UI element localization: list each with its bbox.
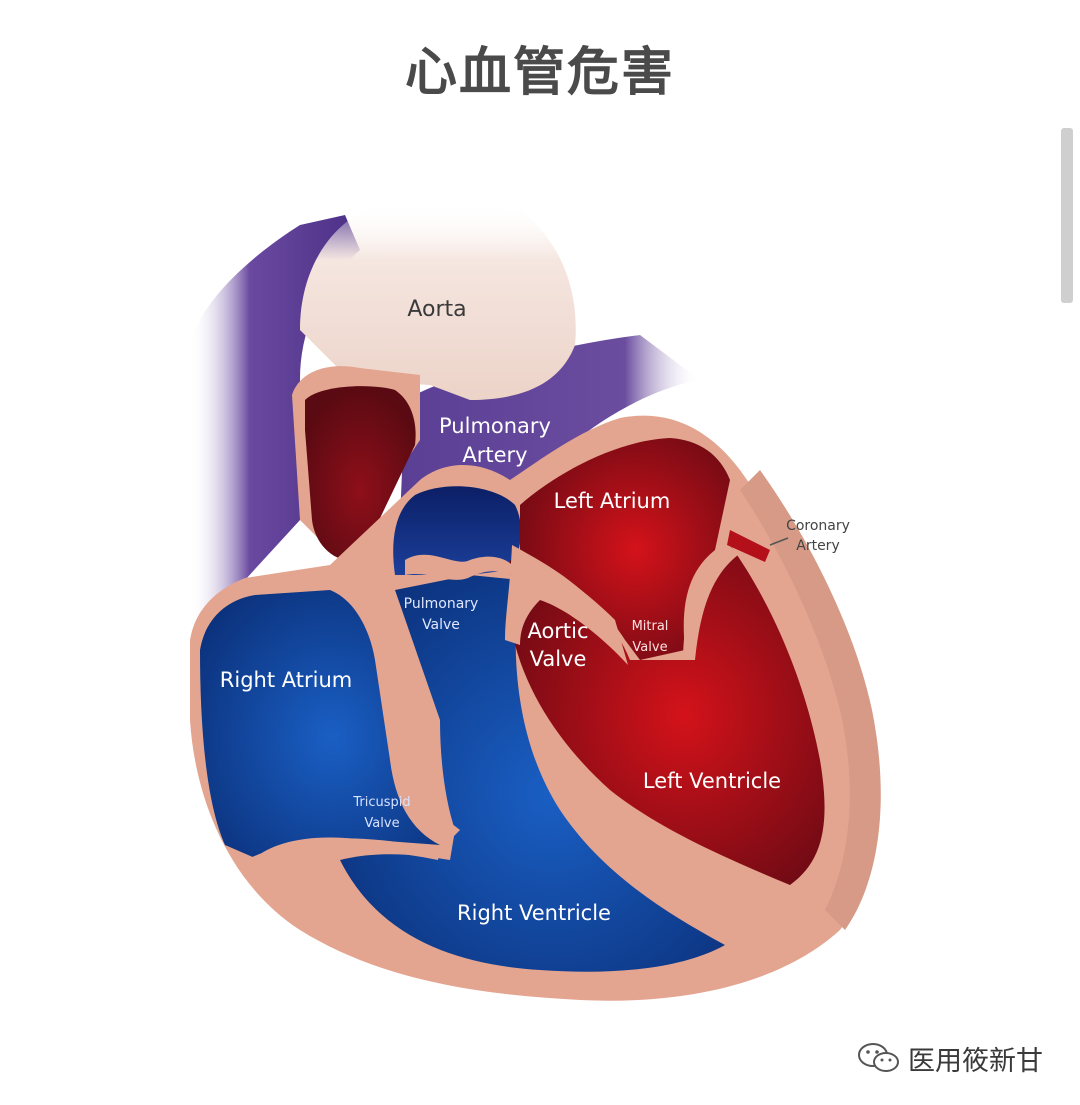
label-aorta: Aorta (407, 297, 466, 322)
label-tricuspid-valve: Tricuspid (352, 795, 410, 810)
label-right-ventricle: Right Ventricle (457, 901, 611, 925)
label-left-atrium: Left Atrium (554, 489, 671, 513)
watermark: 医用筱新甘 (856, 1040, 1043, 1076)
label-aortic-valve-2: Valve (530, 647, 587, 671)
watermark-text: 医用筱新甘 (908, 1039, 1043, 1078)
label-mitral-valve: Mitral (632, 619, 669, 634)
label-pulmonary-valve: Pulmonary (404, 596, 479, 612)
label-tricuspid-valve-2: Valve (364, 816, 399, 831)
label-coronary-artery: Coronary (786, 518, 850, 534)
label-left-ventricle: Left Ventricle (643, 769, 781, 793)
label-pulmonary-artery-2: Artery (462, 443, 527, 467)
label-mitral-valve-2: Valve (632, 640, 667, 655)
wechat-icon (856, 1041, 902, 1075)
label-right-atrium: Right Atrium (220, 668, 352, 692)
label-aortic-valve: Aortic (527, 619, 588, 643)
label-pulmonary-artery: Pulmonary (439, 414, 551, 438)
label-coronary-artery-2: Artery (796, 538, 839, 554)
label-pulmonary-valve-2: Valve (422, 617, 460, 633)
